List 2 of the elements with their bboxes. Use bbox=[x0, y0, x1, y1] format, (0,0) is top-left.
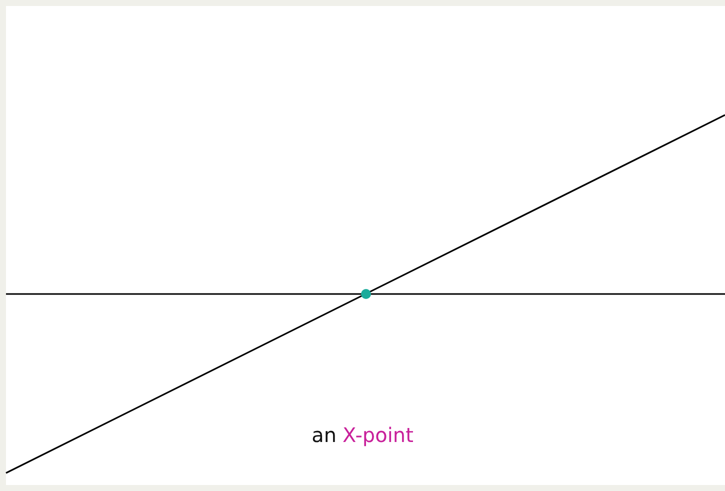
caption-text: an bbox=[312, 423, 336, 447]
caption-text: X-point bbox=[342, 423, 414, 447]
